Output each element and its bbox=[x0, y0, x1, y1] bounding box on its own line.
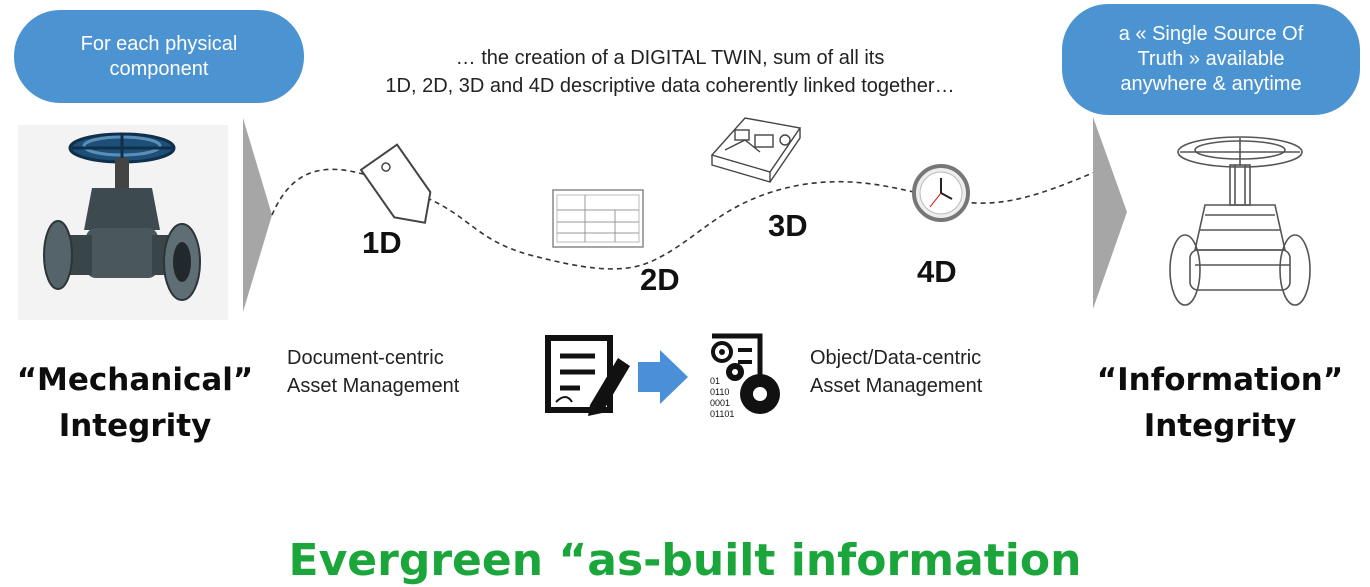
information-integrity-line-1: “Information” bbox=[1096, 362, 1344, 398]
object-centric-text: Object/Data-centric Asset Management bbox=[810, 344, 982, 400]
data-gear-icon bbox=[711, 333, 780, 414]
left-bubble: For each physical component bbox=[14, 10, 304, 103]
left-chevron bbox=[243, 118, 272, 312]
stage-3d-label: 3D bbox=[768, 208, 808, 243]
right-bubble-line-1: a « Single Source Of bbox=[1118, 23, 1304, 45]
digital-twin-caption: … the creation of a DIGITAL TWIN, sum of… bbox=[300, 44, 1040, 100]
caption-line-2: 1D, 2D, 3D and 4D descriptive data coher… bbox=[385, 75, 955, 97]
tag-icon bbox=[359, 143, 432, 224]
clock-icon bbox=[912, 164, 970, 222]
valve-photo bbox=[18, 125, 228, 320]
document-centric-line-2: Asset Management bbox=[287, 375, 460, 397]
binary-code-2: 0110 bbox=[710, 387, 729, 397]
mechanical-integrity-label: “Mechanical” Integrity bbox=[10, 357, 260, 449]
binary-code-4: 01101 bbox=[710, 409, 734, 419]
right-bubble-line-3: anywhere & anytime bbox=[1120, 73, 1302, 95]
binary-code-1: 01 bbox=[710, 376, 720, 386]
information-integrity-label: “Information” Integrity bbox=[1080, 357, 1360, 449]
stage-1d-label: 1D bbox=[362, 225, 402, 260]
stage-2d-label: 2D bbox=[640, 262, 680, 297]
mechanical-integrity-line-1: “Mechanical” bbox=[16, 362, 254, 398]
transition-arrow bbox=[638, 350, 688, 404]
3d-model-icon bbox=[710, 117, 802, 183]
drawing-sheet-icon bbox=[552, 189, 644, 248]
document-centric-line-1: Document-centric bbox=[287, 347, 444, 369]
information-integrity-line-2: Integrity bbox=[1143, 408, 1297, 444]
right-bubble: a « Single Source Of Truth » available a… bbox=[1062, 4, 1360, 115]
stage-4d-label: 4D bbox=[917, 254, 957, 289]
right-bubble-line-2: Truth » available bbox=[1137, 48, 1285, 70]
left-bubble-line-2: component bbox=[109, 57, 209, 80]
object-centric-line-2: Asset Management bbox=[810, 375, 983, 397]
evergreen-heading: Evergreen “as-built information bbox=[288, 535, 1082, 586]
right-chevron bbox=[1093, 117, 1127, 309]
caption-line-1: … the creation of a DIGITAL TWIN, sum of… bbox=[455, 47, 885, 69]
binary-code-3: 0001 bbox=[710, 398, 730, 408]
wireframe-valve bbox=[1169, 136, 1311, 306]
left-bubble-line-1: For each physical bbox=[80, 32, 238, 55]
document-centric-text: Document-centric Asset Management bbox=[287, 344, 459, 400]
object-centric-line-1: Object/Data-centric bbox=[810, 347, 982, 369]
document-pen-icon bbox=[545, 335, 630, 416]
mechanical-integrity-line-2: Integrity bbox=[58, 408, 212, 444]
